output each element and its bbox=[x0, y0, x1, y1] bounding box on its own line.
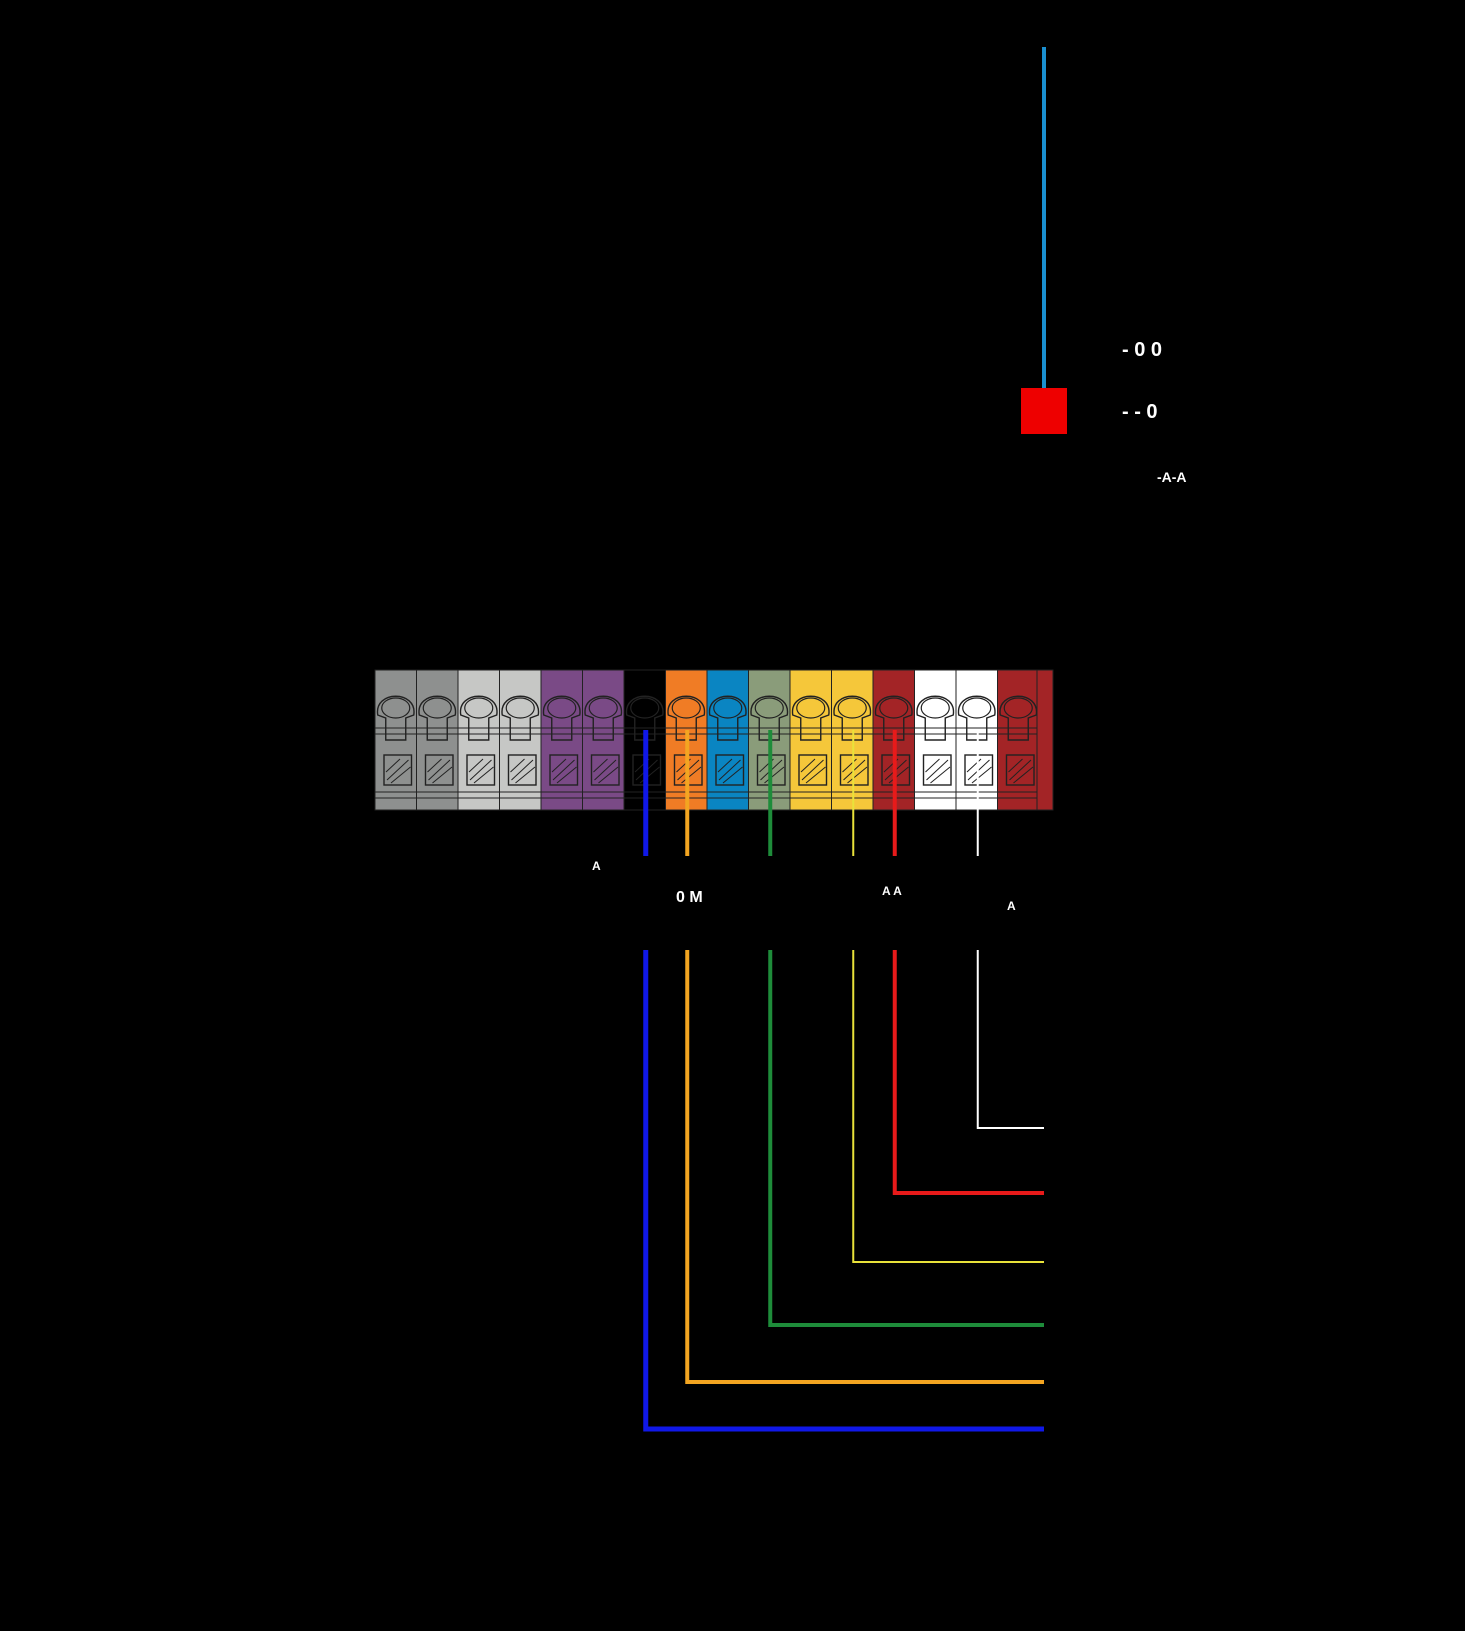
terminal-end-cap bbox=[1036, 669, 1054, 811]
terminal-entry bbox=[383, 754, 413, 786]
terminal-screw bbox=[547, 697, 577, 719]
terminal-hatch bbox=[1008, 758, 1034, 784]
terminal-label-4: A bbox=[1007, 899, 1016, 913]
terminal-screw bbox=[837, 697, 867, 719]
terminal-label-2: 0 M bbox=[676, 889, 703, 906]
wire-route bbox=[976, 950, 1044, 1129]
terminal-entry bbox=[590, 754, 620, 786]
terminal-entry bbox=[507, 754, 537, 786]
terminal-entry bbox=[424, 754, 454, 786]
terminal-hatch bbox=[510, 758, 536, 784]
terminal-label-3: A A bbox=[882, 884, 902, 898]
terminal-screw bbox=[505, 697, 535, 719]
terminal-label-1: A bbox=[592, 859, 601, 873]
terminal-screw bbox=[381, 697, 411, 719]
terminal-screw bbox=[630, 697, 660, 719]
terminal-hatch bbox=[385, 758, 411, 784]
terminal-2 bbox=[416, 669, 459, 811]
terminal-3 bbox=[457, 669, 500, 811]
terminal-14 bbox=[914, 669, 957, 811]
wire-route bbox=[852, 950, 1044, 1263]
terminal-hatch bbox=[551, 758, 577, 784]
terminal-screw bbox=[796, 697, 826, 719]
terminal-11 bbox=[789, 669, 832, 811]
terminal-9 bbox=[706, 669, 749, 811]
terminal-5 bbox=[540, 669, 583, 811]
device-label-2: - - 0 bbox=[1122, 401, 1158, 423]
device-box bbox=[1021, 388, 1067, 434]
terminal-hatch bbox=[717, 758, 743, 784]
terminal-hatch bbox=[468, 758, 494, 784]
wire-6 bbox=[976, 730, 1044, 1129]
terminal-entry bbox=[798, 754, 828, 786]
terminal-1 bbox=[374, 669, 417, 811]
wire-4 bbox=[852, 730, 1044, 1263]
device-label-1: - 0 0 bbox=[1122, 339, 1162, 361]
terminal-block bbox=[374, 669, 1054, 811]
terminal-entry bbox=[922, 754, 952, 786]
wire-route bbox=[768, 950, 1044, 1327]
terminal-entry bbox=[549, 754, 579, 786]
terminal-entry bbox=[715, 754, 745, 786]
terminal-entry bbox=[1005, 754, 1035, 786]
terminal-screw bbox=[713, 697, 743, 719]
terminal-screw bbox=[754, 697, 784, 719]
wire-1 bbox=[643, 730, 1044, 1432]
wire-5 bbox=[892, 730, 1044, 1195]
terminal-screw bbox=[588, 697, 618, 719]
wire-2 bbox=[685, 730, 1044, 1384]
terminal-6 bbox=[582, 669, 625, 811]
device-label-3: -A-A bbox=[1157, 469, 1187, 485]
wire-route bbox=[643, 950, 1044, 1432]
terminal-screw bbox=[1003, 697, 1033, 719]
wire-route bbox=[685, 950, 1044, 1384]
terminal-screw bbox=[920, 697, 950, 719]
wire-group bbox=[643, 730, 1044, 1432]
terminal-screw bbox=[422, 697, 452, 719]
terminal-screw bbox=[671, 697, 701, 719]
terminal-screw bbox=[879, 697, 909, 719]
terminal-hatch bbox=[593, 758, 619, 784]
terminal-screw bbox=[464, 697, 494, 719]
wire-3 bbox=[768, 730, 1044, 1327]
terminal-hatch bbox=[427, 758, 453, 784]
terminal-entry bbox=[466, 754, 496, 786]
terminal-hatch bbox=[800, 758, 826, 784]
terminal-screw bbox=[962, 697, 992, 719]
wire-route bbox=[892, 950, 1044, 1195]
terminal-hatch bbox=[925, 758, 951, 784]
terminal-4 bbox=[499, 669, 542, 811]
terminal-16 bbox=[997, 669, 1040, 811]
